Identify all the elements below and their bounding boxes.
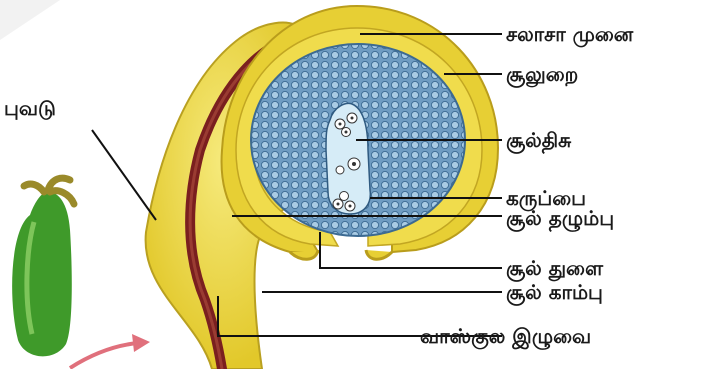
label-integument: சூலுறை: [506, 62, 578, 86]
label-nucellus: சூல்திசு: [506, 128, 571, 152]
label-partial-left: புவடு: [4, 96, 56, 120]
label-micropyle: சூல் துளை: [506, 256, 603, 280]
corner-watermark: [0, 0, 60, 40]
label-ovule-body: சூல் தழும்பு: [506, 206, 614, 230]
label-funicle-tip: சலாசா முனை: [506, 22, 633, 46]
pistil-illustration: [12, 178, 74, 356]
curve-arrow: [70, 343, 138, 368]
label-vascular-strand: வாஸ்குல இழுவை: [420, 324, 591, 348]
micropyle-lips: [290, 250, 392, 259]
arrow-head: [132, 334, 150, 352]
label-funicle: சூல் காம்பு: [506, 280, 603, 304]
